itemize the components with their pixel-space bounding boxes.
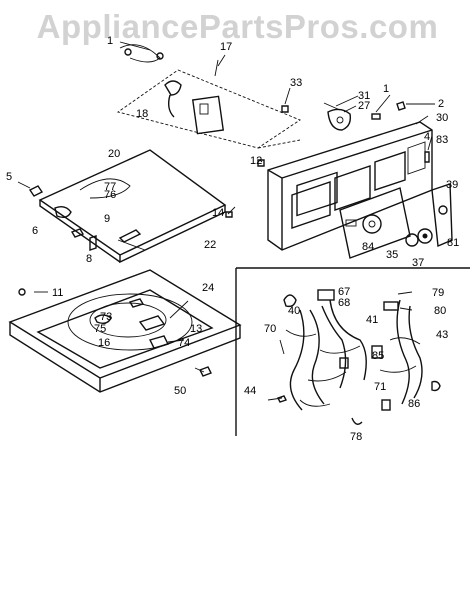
callout-label: 24: [202, 282, 214, 294]
callout-label: 4: [424, 131, 430, 143]
callout-label: 40: [288, 305, 300, 317]
callout-label: 85: [372, 350, 384, 362]
callout-label: 81: [447, 237, 459, 249]
callout-label: 37: [412, 257, 424, 269]
callout-label: 18: [136, 108, 148, 120]
callout-label: 80: [434, 305, 446, 317]
callout-label: 43: [436, 329, 448, 341]
leader-lines: [17, 41, 435, 373]
callout-label: 11: [52, 287, 63, 299]
callout-label: 86: [408, 398, 420, 410]
callout-label: 20: [108, 148, 120, 160]
callout-label: 50: [174, 385, 186, 397]
callout-label: 75: [94, 323, 106, 335]
callout-label: 44: [244, 385, 256, 397]
callout-label: 78: [350, 431, 362, 443]
callout-label: 79: [432, 287, 444, 299]
top-lid: [28, 149, 227, 264]
callout-label: 14: [212, 207, 224, 219]
callout-label: 31: [358, 90, 370, 102]
callout-label: 35: [386, 249, 398, 261]
callout-label: 1: [383, 83, 389, 95]
callout-label: 8: [86, 253, 92, 265]
callout-label: 74: [178, 337, 190, 349]
callout-label: 16: [98, 337, 110, 349]
callout-label: 30: [436, 112, 448, 124]
callout-label: 83: [436, 134, 448, 146]
callout-label: 76: [104, 189, 116, 201]
callout-label: 77: [104, 181, 116, 193]
cabinet-top: [8, 269, 242, 393]
callout-label: 41: [366, 314, 378, 326]
callout-label: 12: [250, 155, 262, 167]
callout-label: 2: [438, 98, 444, 110]
callout-label: 70: [264, 323, 276, 335]
wiring-harness-inset: [235, 267, 470, 436]
control-console: [225, 101, 453, 259]
callout-label: 71: [374, 381, 386, 393]
callout-label: 73: [100, 311, 112, 323]
callout-label: 33: [290, 77, 302, 89]
callout-label: 1: [107, 35, 113, 47]
callout-label: 5: [6, 171, 12, 183]
callout-label: 39: [446, 179, 458, 191]
callout-label: 17: [220, 41, 232, 53]
part-callouts: 1 1 2 4 5 6 8 9 11 12 13 14 16 17 18 20 …: [6, 35, 459, 443]
callout-label: 13: [190, 323, 202, 335]
callout-label: 27: [358, 100, 370, 112]
callout-label: 84: [362, 241, 374, 253]
watermark-logo: AppliancePartsPros.com: [36, 8, 439, 45]
bracket-assembly: [116, 44, 301, 149]
callout-label: 9: [104, 213, 110, 225]
callout-label: 22: [204, 239, 216, 251]
callout-label: 6: [32, 225, 38, 237]
callout-label: 68: [338, 297, 350, 309]
callout-label: 67: [338, 286, 350, 298]
